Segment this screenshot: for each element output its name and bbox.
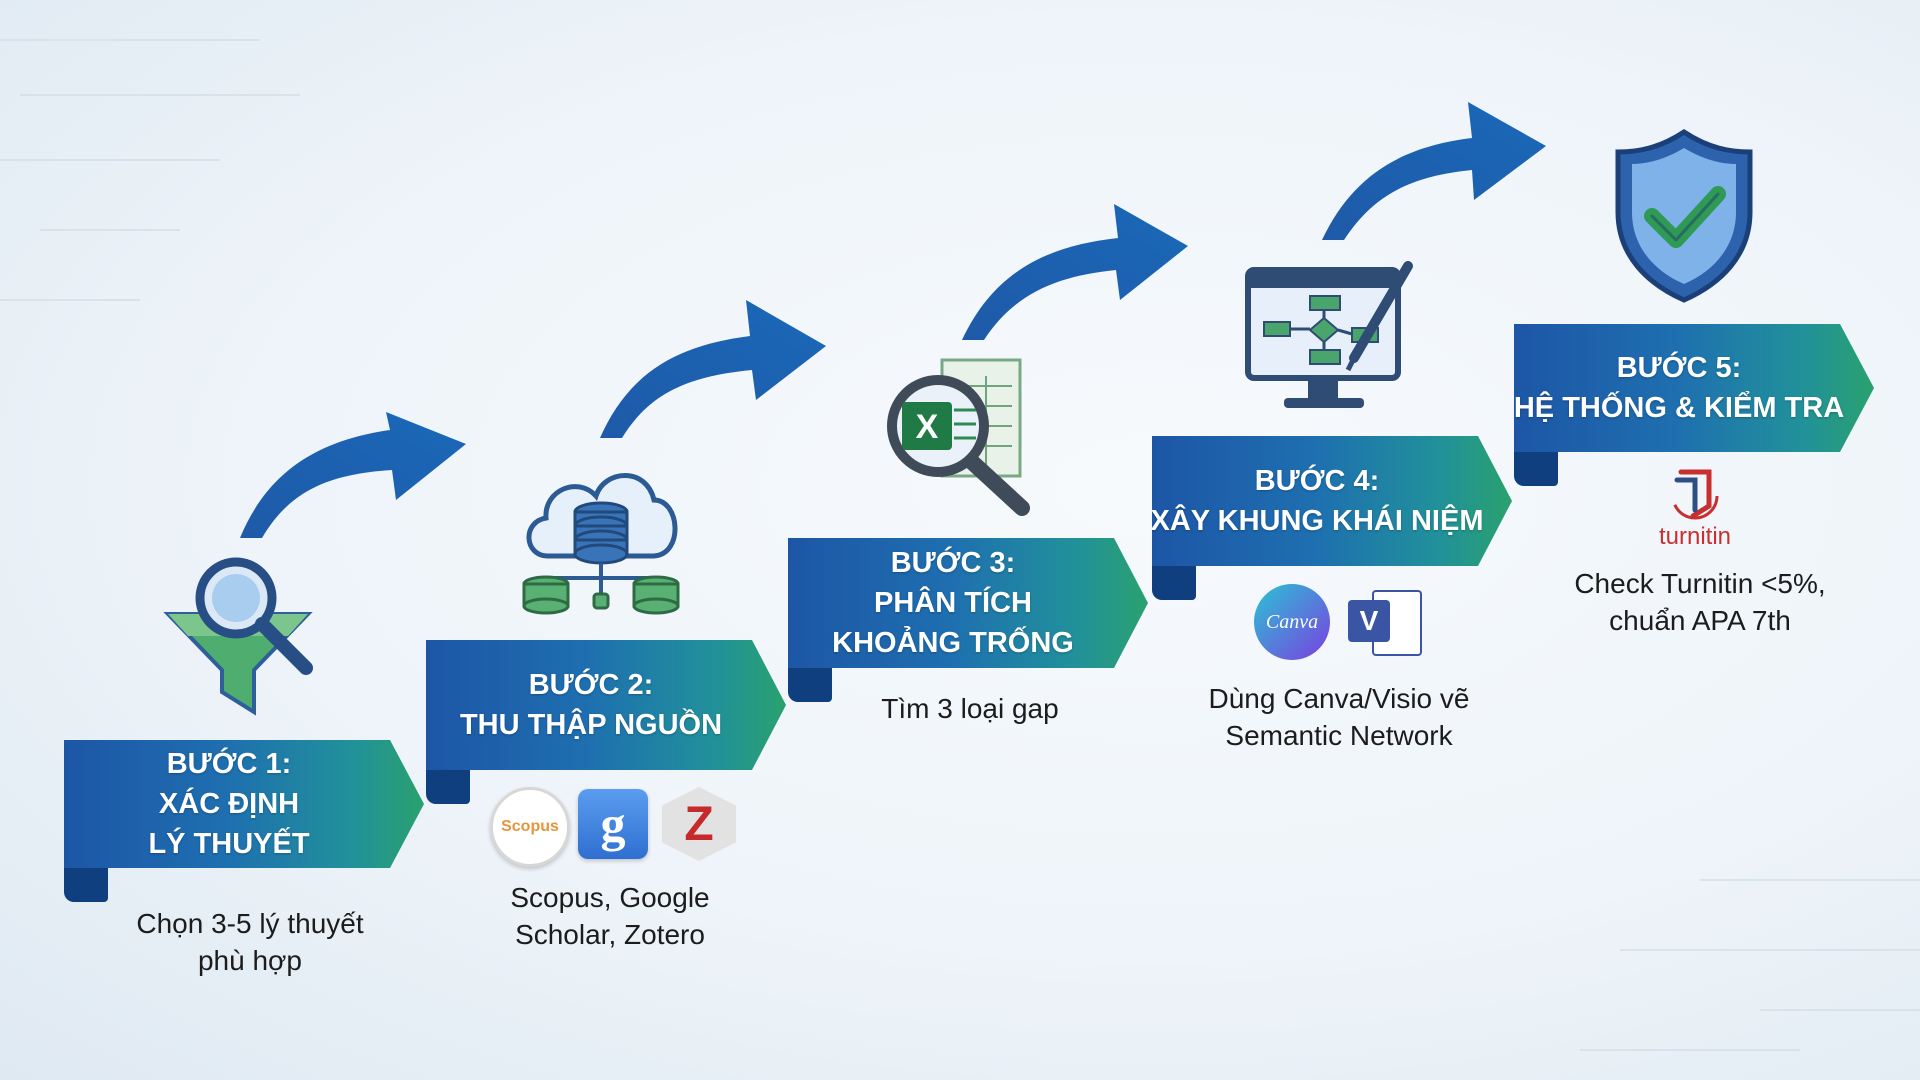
step-2-title: BƯỚC 2: [528,669,654,701]
step-1-line-2: LÝ THUYẾT [148,828,310,860]
shield-check-icon [1615,128,1753,303]
step-4-logos: Canva V [1254,582,1424,662]
step-4-desc-line-2: Semantic Network [1225,720,1453,751]
step-2-banner: BƯỚC 2: THU THẬP NGUỒN [426,640,786,804]
step-1-line-1: XÁC ĐỊNH [158,788,300,820]
step-4-description: Dùng Canva/Visio vẽ Semantic Network [1184,680,1494,754]
step-2-desc-line-1: Scopus, Google [510,882,710,913]
funnel-magnifier-icon [163,557,313,716]
step-1-desc-line-1: Chọn 3-5 lý thuyết [136,908,364,939]
step-5-desc-line-1: Check Turnitin <5%, [1574,568,1826,599]
step-4-line-1: XÂY KHUNG KHÁI NIỆM [1150,505,1484,537]
cloud-database-icon [522,473,680,615]
turnitin-logo: turnitin [1640,466,1750,556]
zotero-logo: Z [662,787,736,861]
step-4-title: BƯỚC 4: [1254,465,1380,497]
step-5-line-1: HỆ THỐNG & KIỂM TRA [1513,392,1845,424]
turnitin-mark-icon [1671,469,1719,520]
visio-logo: V [1348,590,1422,656]
canva-logo: Canva [1254,584,1330,660]
step-5-title: BƯỚC 5: [1616,352,1742,384]
arrow-3-to-4 [962,204,1188,340]
arrow-4-to-5 [1322,102,1546,240]
step-3-banner: BƯỚC 3: PHÂN TÍCH KHOẢNG TRỐNG [788,538,1148,702]
step-1-description: Chọn 3-5 lý thuyết phù hợp [100,905,400,979]
step-2-description: Scopus, Google Scholar, Zotero [480,879,740,953]
arrow-1-to-2 [240,412,466,538]
excel-letter: X [916,408,939,446]
step-1-desc-line-2: phù hợp [197,945,302,976]
monitor-flowchart-icon [1245,261,1413,408]
arrow-2-to-3 [600,300,826,438]
step-3-line-2: KHOẢNG TRỐNG [832,627,1074,659]
step-5-description: Check Turnitin <5%, chuẩn APA 7th [1550,565,1850,639]
step-3-description: Tìm 3 loại gap [840,690,1100,727]
step-2-logos: Scopus g Z [490,785,740,867]
step-3-title: BƯỚC 3: [890,547,1016,579]
step-1-banner: BƯỚC 1: XÁC ĐỊNH LÝ THUYẾT [64,740,424,902]
scopus-logo: Scopus [490,787,570,867]
excel-magnifier-icon: X [887,358,1030,516]
step-3-line-1: PHÂN TÍCH [874,587,1032,619]
step-1-title: BƯỚC 1: [166,748,292,780]
step-2-line-1: THU THẬP NGUỒN [459,709,723,741]
step-4-desc-line-1: Dùng Canva/Visio vẽ [1208,683,1470,714]
google-scholar-logo: g [578,789,648,859]
step-4-banner: BƯỚC 4: XÂY KHUNG KHÁI NIỆM [1150,436,1512,600]
step-3-desc-line-1: Tìm 3 loại gap [881,693,1059,724]
step-2-desc-line-2: Scholar, Zotero [515,919,705,950]
step-5-banner: BƯỚC 5: HỆ THỐNG & KIỂM TRA [1513,324,1874,486]
step-5-desc-line-2: chuẩn APA 7th [1609,605,1791,636]
